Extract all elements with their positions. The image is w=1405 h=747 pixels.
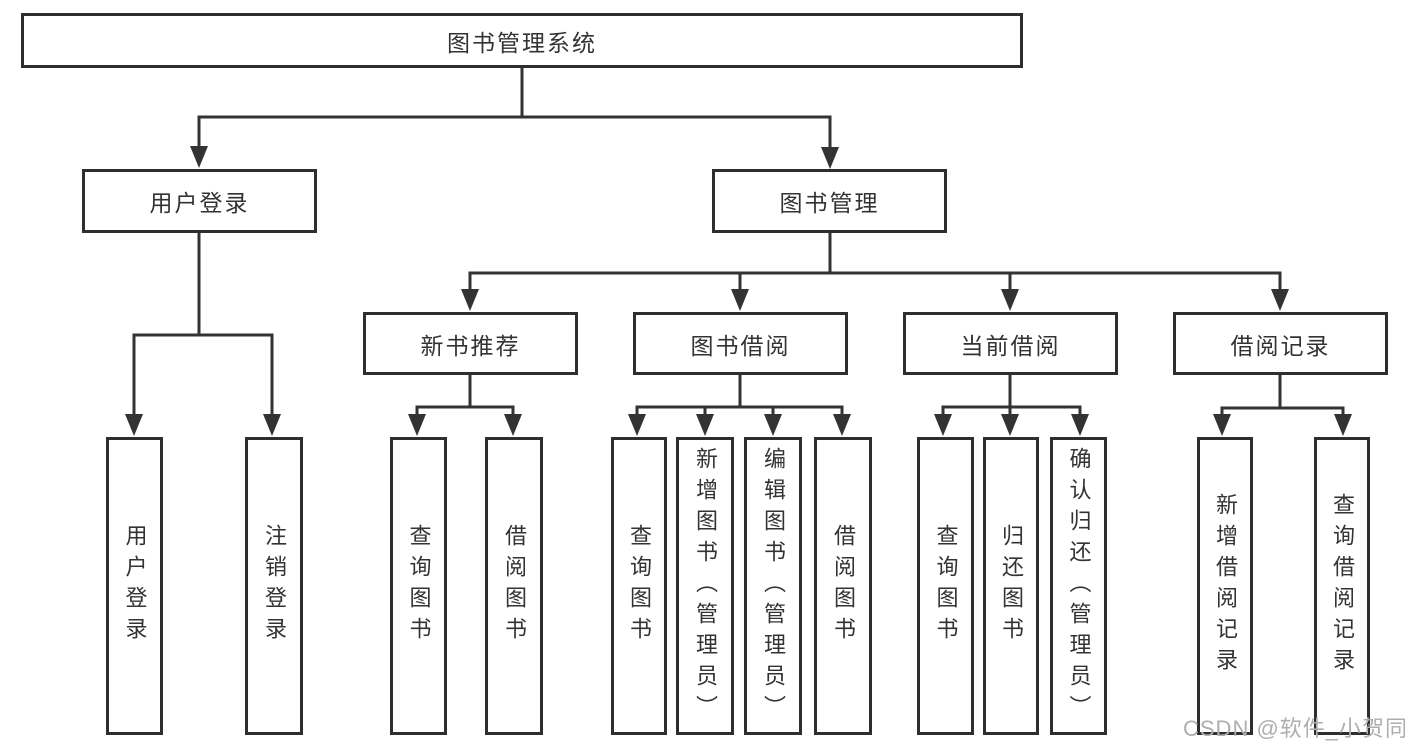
leaf-recommend-query-books: 查询图书 <box>390 437 447 735</box>
leaf-records-add-record-label: 新增借阅记录 <box>1213 493 1238 679</box>
leaf-current-return-books-label: 归还图书 <box>999 524 1024 648</box>
leaf-recommend-query-books-label: 查询图书 <box>406 524 432 648</box>
node-borrow-records: 借阅记录 <box>1173 312 1388 375</box>
leaf-borrow-query-books: 查询图书 <box>611 437 667 735</box>
leaf-logout-label: 注销登录 <box>262 524 287 648</box>
node-user-login: 用户登录 <box>82 169 317 233</box>
leaf-current-confirm-return-admin: 确认归还（管理员） <box>1050 437 1107 735</box>
leaf-user-login-label: 用户登录 <box>122 524 148 648</box>
csdn-watermark: CSDN @软件_小贺同学 <box>1183 716 1405 741</box>
leaf-user-login: 用户登录 <box>106 437 163 735</box>
node-root: 图书管理系统 <box>21 13 1023 68</box>
node-borrow-records-label: 借阅记录 <box>1230 332 1331 359</box>
leaf-records-query-record-label: 查询借阅记录 <box>1330 493 1355 679</box>
leaf-records-query-record: 查询借阅记录 <box>1314 437 1370 735</box>
leaf-current-confirm-return-admin-label: 确认归还（管理员） <box>1066 446 1092 726</box>
node-new-book-recommend: 新书推荐 <box>363 312 578 375</box>
node-book-management-label: 图书管理 <box>779 190 880 216</box>
node-current-borrow-label: 当前借阅 <box>960 332 1061 359</box>
leaf-current-return-books: 归还图书 <box>983 437 1039 735</box>
leaf-logout: 注销登录 <box>245 437 303 735</box>
node-root-label: 图书管理系统 <box>447 29 597 56</box>
node-book-management: 图书管理 <box>712 169 947 233</box>
arrowheads <box>125 146 1352 436</box>
leaf-borrow-query-books-label: 查询图书 <box>627 524 652 648</box>
node-user-login-label: 用户登录 <box>149 190 250 216</box>
node-new-book-recommend-label: 新书推荐 <box>420 332 521 359</box>
node-book-borrow-label: 图书借阅 <box>690 332 791 359</box>
node-book-borrow: 图书借阅 <box>633 312 848 375</box>
leaf-borrow-edit-books-admin-label: 编辑图书（管理员） <box>761 446 786 726</box>
leaf-borrow-edit-books-admin: 编辑图书（管理员） <box>744 437 802 735</box>
node-current-borrow: 当前借阅 <box>903 312 1118 375</box>
leaf-recommend-borrow-books-label: 借阅图书 <box>502 524 527 648</box>
leaf-borrow-borrow-books: 借阅图书 <box>814 437 872 735</box>
leaf-recommend-borrow-books: 借阅图书 <box>485 437 543 735</box>
leaf-borrow-add-books-admin-label: 新增图书（管理员） <box>693 446 718 726</box>
leaf-current-query-books-label: 查询图书 <box>933 524 959 648</box>
leaf-current-query-books: 查询图书 <box>917 437 974 735</box>
leaf-records-add-record: 新增借阅记录 <box>1197 437 1253 735</box>
leaf-borrow-borrow-books-label: 借阅图书 <box>831 524 856 648</box>
leaf-borrow-add-books-admin: 新增图书（管理员） <box>676 437 734 735</box>
